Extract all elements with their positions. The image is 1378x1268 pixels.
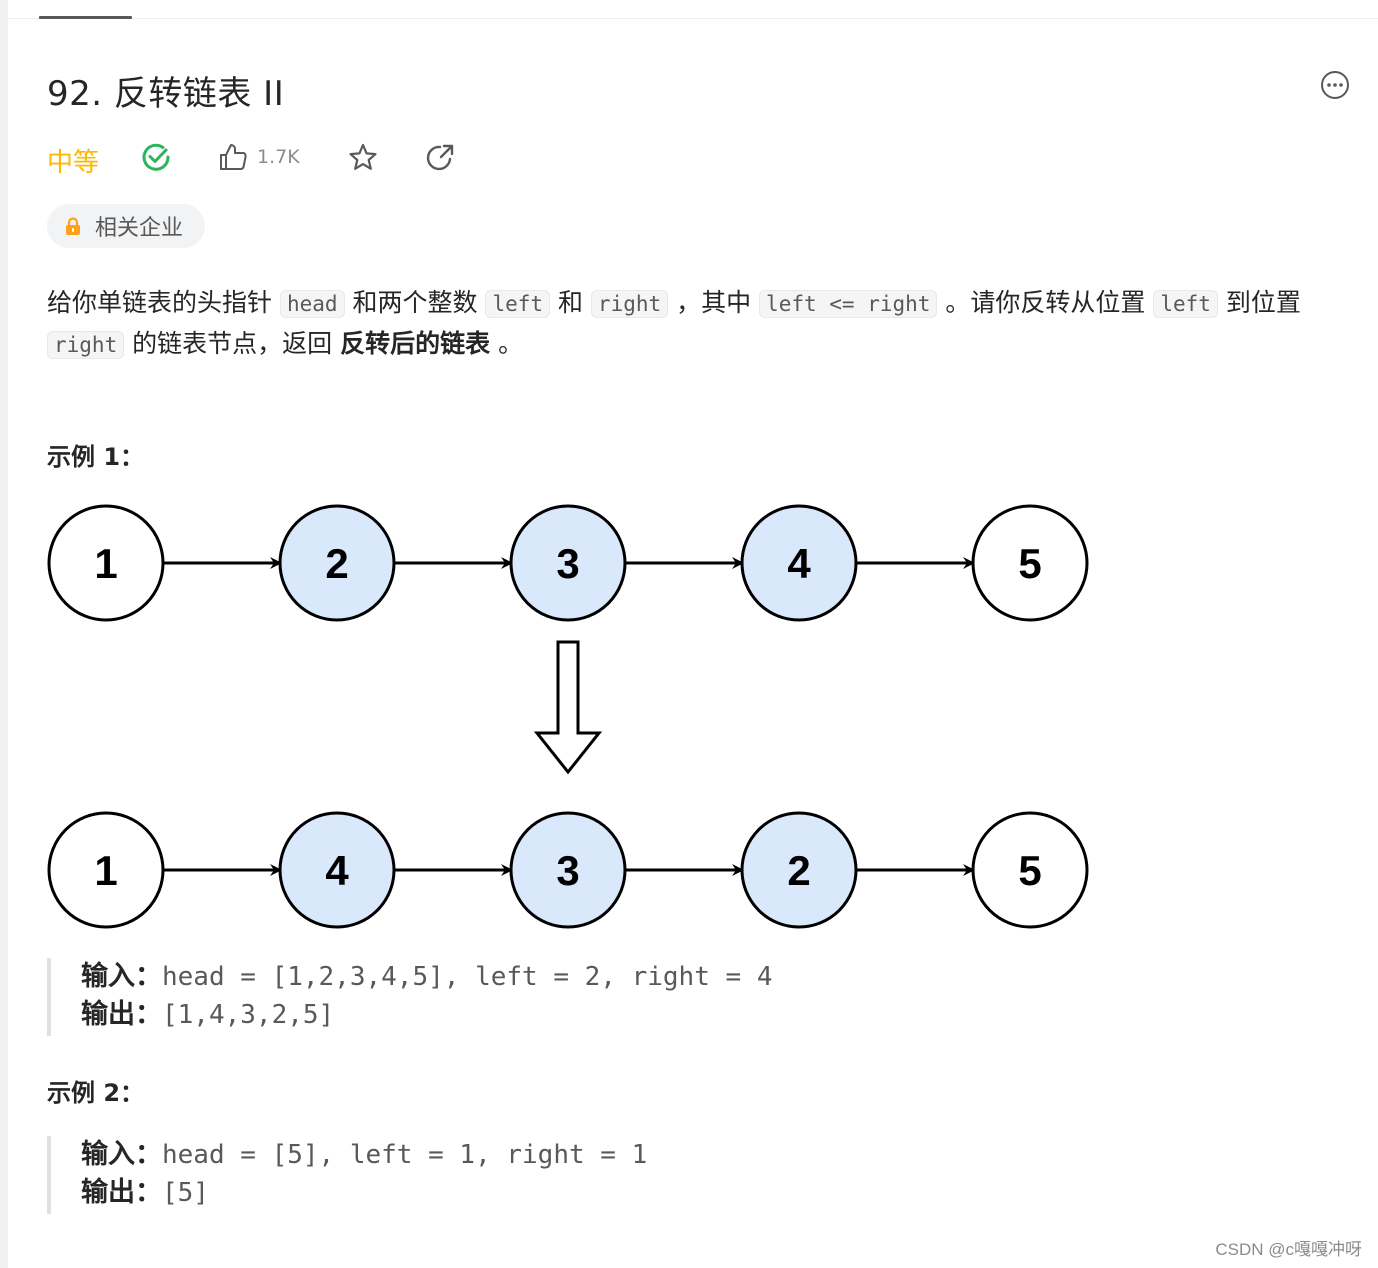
after-node-4 <box>740 811 858 929</box>
desc-text: 和 <box>550 288 591 317</box>
output-label: 输出： <box>81 999 162 1030</box>
related-companies-tag[interactable]: 相关企业 <box>47 204 205 248</box>
after-node-label-3: 3 <box>556 847 579 894</box>
example-1-io: 输入：head = [1,2,3,4,5], left = 2, right =… <box>47 958 772 1036</box>
inline-code-left: left <box>485 290 551 318</box>
difficulty-badge: 中等 <box>47 148 100 178</box>
output-value: [5] <box>162 1178 209 1208</box>
tab-divider <box>8 18 1378 19</box>
list-after: 1 4 3 2 5 <box>47 811 1089 929</box>
before-node-3 <box>509 504 627 622</box>
list-before: 1 2 3 4 5 <box>47 504 1089 622</box>
down-arrow-icon <box>533 640 603 775</box>
input-value: head = [1,2,3,4,5], left = 2, right = 4 <box>162 962 773 992</box>
inline-code-left: left <box>1153 290 1218 318</box>
desc-text: 到位置 <box>1217 288 1301 317</box>
input-label: 输入： <box>81 1139 162 1170</box>
linked-list-diagram: 1 2 3 4 5 1 4 3 2 5 <box>47 504 1089 929</box>
example-1-title: 示例 1： <box>47 443 145 471</box>
before-node-label-2: 2 <box>325 540 348 587</box>
desc-text: 和两个整数 <box>344 288 486 317</box>
before-node-4 <box>740 504 858 622</box>
desc-text: 。请你反转从位置 <box>937 288 1154 317</box>
left-rail <box>0 0 8 1268</box>
thumbs-up-icon <box>220 144 247 170</box>
after-node-label-1: 1 <box>94 847 117 894</box>
after-node-label-5: 5 <box>1018 847 1041 894</box>
more-horizontal-icon <box>1321 71 1349 99</box>
problem-title: 92. 反转链表 II <box>47 74 285 114</box>
like-button[interactable]: 1.7K <box>217 140 300 174</box>
desc-bold-text: 反转后的链表 <box>340 329 491 358</box>
lock-icon <box>66 217 80 235</box>
before-node-1 <box>47 504 165 622</box>
after-node-2 <box>278 811 396 929</box>
before-node-label-5: 5 <box>1018 540 1041 587</box>
favorite-button[interactable] <box>346 141 380 175</box>
desc-text: 。 <box>490 329 524 358</box>
active-tab-indicator <box>39 16 132 19</box>
example-2-title: 示例 2： <box>47 1079 145 1107</box>
share-button[interactable] <box>423 141 457 175</box>
before-node-5 <box>971 504 1089 622</box>
star-icon <box>349 143 377 170</box>
inline-code-right: right <box>47 331 125 359</box>
after-node-3 <box>509 811 627 929</box>
after-node-1 <box>47 811 165 929</box>
inline-code-condition: left <= right <box>759 290 938 318</box>
inline-code-head: head <box>279 290 345 318</box>
after-node-label-2: 4 <box>325 847 349 894</box>
desc-text: 的链表节点，返回 <box>124 329 341 358</box>
output-value: [1,4,3,2,5] <box>162 1000 335 1030</box>
watermark: CSDN @c嘎嘎冲呀 <box>1215 1240 1362 1259</box>
check-circle-icon <box>139 140 173 174</box>
before-node-label-4: 4 <box>787 540 811 587</box>
inline-code-right: right <box>590 290 669 318</box>
after-node-5 <box>971 811 1089 929</box>
desc-text: ，其中 <box>668 288 760 317</box>
share-icon <box>426 144 454 171</box>
before-node-label-3: 3 <box>556 540 579 587</box>
more-options-button[interactable] <box>1320 70 1350 100</box>
before-node-label-1: 1 <box>94 540 117 587</box>
related-companies-label: 相关企业 <box>95 216 184 241</box>
problem-description: 给你单链表的头指针 head 和两个整数 left 和 right ，其中 le… <box>47 283 1357 365</box>
problem-meta-row: 中等 1.7K <box>47 138 467 180</box>
example-2-io: 输入：head = [5], left = 1, right = 1 输出：[5… <box>47 1136 647 1214</box>
output-label: 输出： <box>81 1177 162 1208</box>
desc-text: 给你单链表的头指针 <box>47 288 280 317</box>
input-value: head = [5], left = 1, right = 1 <box>162 1140 648 1170</box>
before-node-2 <box>278 504 396 622</box>
like-count: 1.7K <box>257 146 300 168</box>
after-node-label-4: 2 <box>787 847 810 894</box>
input-label: 输入： <box>81 961 162 992</box>
